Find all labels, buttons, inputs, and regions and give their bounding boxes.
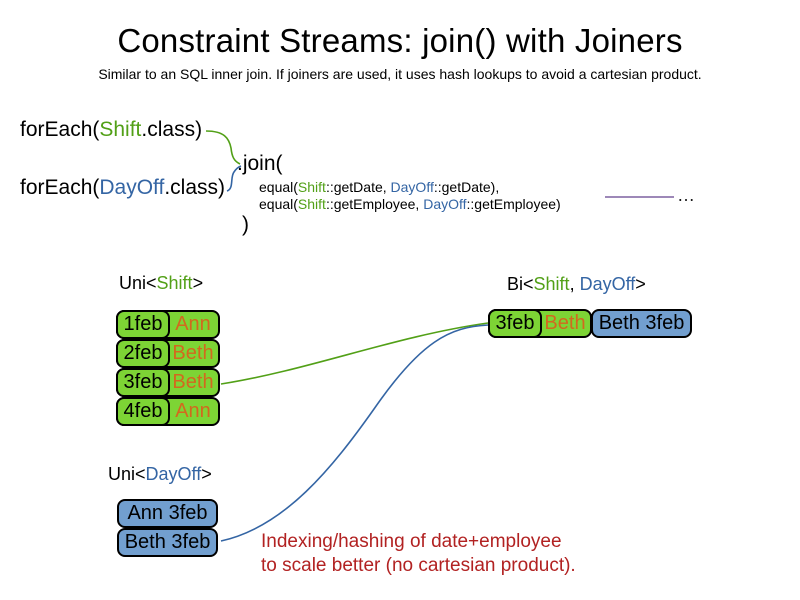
dayoff-class-token: DayOff bbox=[579, 274, 636, 294]
ellipsis-text: … bbox=[677, 185, 696, 205]
dayoff-class-token: DayOff bbox=[145, 464, 202, 484]
label-text: Bi< bbox=[507, 274, 534, 294]
indexing-note: Indexing/hashing of date+employee to sca… bbox=[261, 530, 576, 578]
shift-class-token: Shift bbox=[533, 274, 570, 294]
shift-row: 3feb Beth bbox=[116, 368, 220, 397]
shift-class-token: Shift bbox=[297, 196, 326, 212]
dayoff-row: Ann 3feb bbox=[117, 499, 218, 528]
shift-row: 2feb Beth bbox=[116, 339, 220, 368]
code-text: equal( bbox=[259, 196, 298, 212]
dayoff-row: Beth 3feb bbox=[117, 528, 218, 557]
page-title: Constraint Streams: join() with Joiners bbox=[117, 22, 683, 59]
uni-shift-label: Uni<Shift> bbox=[119, 273, 203, 294]
bi-shift-part: 3feb Beth bbox=[488, 309, 592, 338]
employee-cell: Beth bbox=[544, 312, 586, 334]
code-join-close: ) bbox=[242, 213, 249, 236]
label-text: Uni< bbox=[108, 464, 146, 484]
code-foreach-dayoff: forEach(DayOff.class) bbox=[20, 176, 225, 200]
code-foreach-shift: forEach(Shift.class) bbox=[20, 118, 202, 142]
shift-row: 1feb Ann bbox=[116, 310, 220, 339]
dayoff-table: Ann 3feb Beth 3feb bbox=[117, 499, 218, 557]
code-text: forEach( bbox=[20, 118, 100, 141]
employee-cell: Beth bbox=[172, 371, 214, 393]
join-brace-blue bbox=[226, 165, 242, 192]
label-text: > bbox=[192, 273, 204, 293]
bi-shift-dayoff-label: Bi<Shift, DayOff> bbox=[507, 274, 646, 295]
match-connector-green bbox=[220, 322, 489, 385]
code-text: ::getEmployee) bbox=[466, 196, 561, 212]
code-join-open: .join( bbox=[237, 152, 283, 175]
uni-dayoff-label: Uni<DayOff> bbox=[108, 464, 212, 485]
shift-class-token: Shift bbox=[99, 118, 142, 141]
code-text: ::getEmployee, bbox=[325, 196, 424, 212]
shift-class-token: Shift bbox=[297, 179, 326, 195]
date-cell: 3feb bbox=[116, 368, 170, 397]
bi-result-row: 3feb Beth Beth 3feb bbox=[488, 309, 692, 338]
label-text: > bbox=[635, 274, 646, 294]
join-brace-green bbox=[205, 130, 241, 165]
page-subtitle: Similar to an SQL inner join. If joiners… bbox=[98, 66, 702, 82]
shift-class-token: Shift bbox=[156, 273, 193, 293]
shift-row: 4feb Ann bbox=[116, 397, 220, 426]
employee-cell: Ann bbox=[175, 313, 211, 335]
code-text: forEach( bbox=[20, 176, 100, 199]
code-joiner-date: equal(Shift::getDate, DayOff::getDate), bbox=[259, 179, 499, 195]
dayoff-class-token: DayOff bbox=[99, 176, 165, 199]
dayoff-class-token: DayOff bbox=[390, 179, 434, 195]
date-cell: 2feb bbox=[116, 339, 170, 368]
code-text: ::getDate), bbox=[433, 179, 500, 195]
date-cell: 1feb bbox=[116, 310, 170, 339]
code-text: ::getDate, bbox=[325, 179, 391, 195]
indexing-note-line2: to scale better (no cartesian product). bbox=[261, 555, 576, 576]
dayoff-class-token: DayOff bbox=[423, 196, 467, 212]
code-text: .class) bbox=[141, 118, 203, 141]
date-cell: 3feb bbox=[488, 309, 542, 338]
employee-cell: Beth bbox=[172, 342, 214, 364]
shift-table: 1feb Ann 2feb Beth 3feb Beth 4feb Ann bbox=[116, 310, 220, 426]
match-connector-blue bbox=[220, 324, 489, 542]
label-text: > bbox=[201, 464, 212, 484]
label-text: , bbox=[569, 274, 580, 294]
label-text: Uni< bbox=[119, 273, 157, 293]
bi-dayoff-part: Beth 3feb bbox=[591, 309, 692, 338]
code-joiner-employee: equal(Shift::getEmployee, DayOff::getEmp… bbox=[259, 196, 561, 212]
employee-cell: Ann bbox=[175, 400, 211, 422]
indexing-note-line1: Indexing/hashing of date+employee bbox=[261, 531, 562, 552]
code-text: .class) bbox=[164, 176, 226, 199]
date-cell: 4feb bbox=[116, 397, 170, 426]
code-text: equal( bbox=[259, 179, 298, 195]
